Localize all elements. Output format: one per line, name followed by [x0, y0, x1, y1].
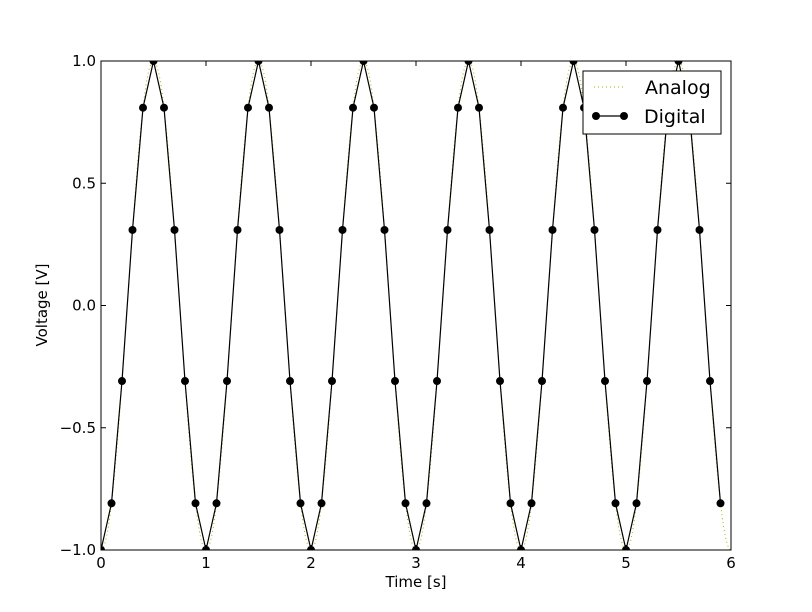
y-tick-label: 0.5 — [72, 174, 96, 192]
digital-data-point — [265, 103, 273, 112]
digital-data-point — [548, 225, 557, 234]
digital-data-point — [391, 377, 399, 386]
digital-data-point — [601, 377, 609, 386]
x-axis-ticks: 0 1 2 3 4 5 6 — [96, 61, 736, 572]
digital-data-point — [233, 225, 242, 234]
digital-data-point — [674, 61, 683, 65]
digital-data-point — [496, 377, 504, 386]
digital-data-point — [622, 546, 630, 550]
y-axis-ticks: −1.0 −0.5 0.0 0.5 1.0 — [60, 52, 731, 559]
digital-data-point — [464, 61, 473, 65]
x-tick-label: 6 — [726, 554, 736, 572]
x-tick-label: 4 — [516, 554, 526, 572]
legend-digital-marker-2 — [620, 112, 628, 120]
digital-data-point — [170, 225, 179, 234]
plot-frame — [100, 60, 732, 551]
digital-data-point — [401, 499, 410, 508]
x-tick-label: 2 — [306, 554, 316, 572]
digital-data-point — [632, 499, 641, 508]
digital-data-point — [160, 103, 168, 112]
digital-data-point — [307, 546, 315, 550]
legend-box — [582, 70, 722, 135]
digital-data-point — [653, 225, 662, 234]
digital-data-point — [611, 499, 620, 508]
digital-data-point — [244, 103, 252, 112]
y-tick-label: 1.0 — [72, 52, 96, 70]
digital-data-point — [370, 103, 378, 112]
legend-digital-label: Digital — [644, 106, 706, 128]
digital-data-point — [695, 225, 704, 234]
digital-data-point — [716, 499, 725, 508]
legend-digital-marker-1 — [592, 112, 600, 120]
digital-data-point — [202, 546, 210, 550]
digital-data-point — [149, 61, 158, 65]
digital-data-point — [559, 103, 567, 112]
digital-data-point — [286, 377, 294, 386]
digital-data-point — [569, 61, 578, 65]
digital-data-point — [485, 225, 494, 234]
y-tick-label: −0.5 — [60, 419, 96, 437]
x-tick-label: 0 — [96, 554, 106, 572]
digital-data-point — [433, 377, 441, 386]
digital-data-point — [643, 377, 651, 386]
digital-data-point — [380, 225, 389, 234]
digital-data-point — [101, 546, 105, 550]
x-tick-label: 5 — [621, 554, 631, 572]
digital-data-point — [107, 499, 116, 508]
digital-data-point — [223, 377, 231, 386]
digital-data-point — [590, 225, 599, 234]
digital-data-point — [212, 499, 221, 508]
y-tick-label: 0.0 — [72, 297, 96, 315]
digital-data-point — [506, 499, 515, 508]
digital-data-point — [349, 103, 357, 112]
digital-data-point — [475, 103, 483, 112]
digital-data-point — [338, 225, 347, 234]
digital-data-point — [317, 499, 326, 508]
x-tick-label: 1 — [201, 554, 211, 572]
digital-data-point — [191, 499, 200, 508]
x-axis-label: Time [s] — [385, 573, 447, 591]
digital-data-point — [254, 61, 263, 65]
digital-data-point — [454, 103, 462, 112]
digital-data-point — [181, 377, 189, 386]
digital-data-point — [706, 377, 714, 386]
digital-data-point — [538, 377, 546, 386]
digital-data-point — [422, 499, 431, 508]
digital-series-line — [101, 61, 722, 550]
legend-analog-label: Analog — [645, 77, 711, 99]
digital-data-point — [128, 225, 137, 234]
digital-data-point — [118, 377, 126, 386]
digital-data-point — [359, 61, 368, 65]
digital-data-point — [328, 377, 336, 386]
digital-data-point — [517, 546, 525, 550]
legend: Analog Digital — [582, 70, 722, 135]
digital-data-point — [412, 546, 420, 550]
y-axis-label: Voltage [V] — [33, 264, 51, 347]
digital-data-point — [443, 225, 452, 234]
digital-data-point — [139, 103, 147, 112]
x-tick-label: 3 — [411, 554, 421, 572]
digital-data-point — [296, 499, 305, 508]
digital-data-point — [275, 225, 284, 234]
y-tick-label: −1.0 — [60, 541, 96, 559]
digital-data-point — [527, 499, 536, 508]
